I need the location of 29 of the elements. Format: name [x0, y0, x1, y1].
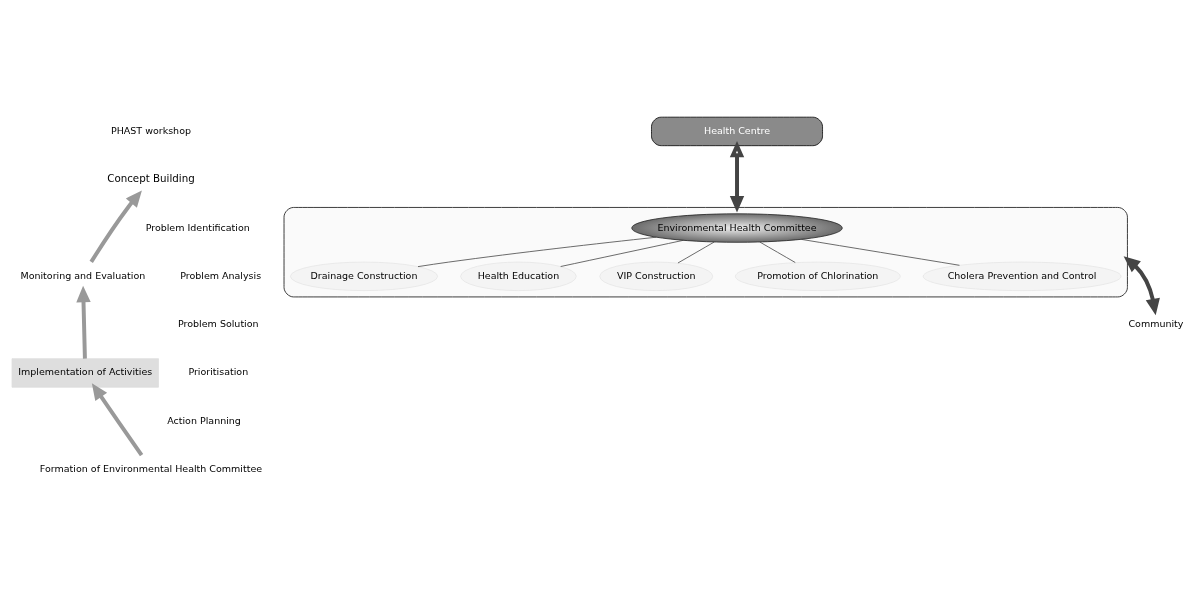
- node-text: Concept Building: [107, 172, 195, 185]
- connector: [417, 236, 657, 268]
- arrow: [76, 285, 91, 359]
- cluster: [283, 206, 1128, 298]
- arrow: [89, 190, 142, 263]
- node-box: Health Centre: [651, 116, 823, 147]
- arrow: [91, 383, 144, 457]
- node-ellipse: Environmental Health Committee: [631, 213, 843, 243]
- arrow: [1123, 256, 1160, 316]
- connector: [800, 238, 960, 266]
- node-ellipse: VIP Construction: [599, 261, 714, 291]
- node-box: Implementation of Activities: [11, 358, 159, 388]
- label: PHAST workshop: [110, 124, 191, 136]
- label: Action Planning: [167, 414, 241, 426]
- connector: [560, 239, 684, 267]
- node-text: Monitoring and Evaluation: [20, 269, 146, 281]
- label: Problem Analysis: [180, 269, 262, 281]
- node-ellipse: Cholera Prevention and Control: [922, 261, 1122, 291]
- node-ellipse: Promotion of Chlorination: [735, 261, 901, 291]
- node-ellipse: Health Education: [460, 261, 577, 291]
- label: Problem Identification: [145, 221, 250, 233]
- node-ellipse: Drainage Construction: [290, 261, 438, 291]
- arrow: [729, 140, 745, 213]
- label: Problem Solution: [178, 318, 259, 330]
- node-text: Formation of Environmental Health Committee: [39, 463, 263, 475]
- label: Prioritisation: [188, 366, 249, 378]
- connector: [677, 241, 715, 264]
- connector: [759, 241, 796, 263]
- node-text: Community: [1128, 318, 1184, 330]
